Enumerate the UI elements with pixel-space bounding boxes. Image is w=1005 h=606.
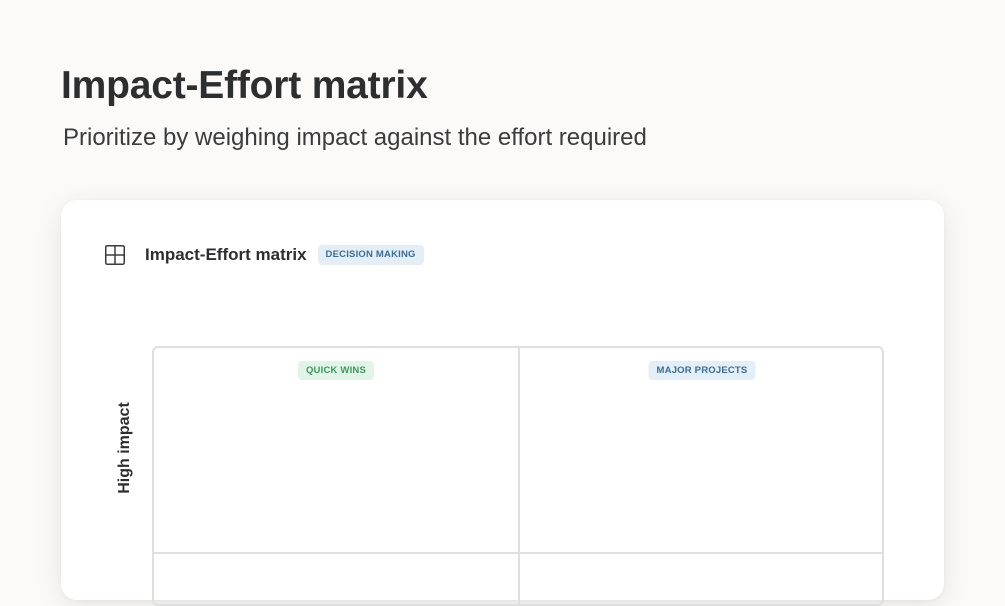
quadrant-bottom-left[interactable] <box>154 554 520 604</box>
grid-icon <box>105 245 125 265</box>
y-axis-high-impact-label: High impact <box>116 402 133 494</box>
category-badge: DECISION MAKING <box>317 245 424 265</box>
matrix-card: Impact-Effort matrix DECISION MAKING Hig… <box>61 200 944 606</box>
impact-effort-matrix: QUICK WINS MAJOR PROJECTS <box>152 346 884 606</box>
card-title: Impact-Effort matrix <box>145 245 307 264</box>
card-header: Impact-Effort matrix DECISION MAKING <box>105 245 424 265</box>
quadrant-bottom-right[interactable] <box>520 554 882 604</box>
page-subtitle: Prioritize by weighing impact against th… <box>63 124 647 151</box>
quadrant-quick-wins[interactable]: QUICK WINS <box>154 348 520 554</box>
page-title: Impact-Effort matrix <box>61 64 428 107</box>
major-projects-badge: MAJOR PROJECTS <box>648 361 756 381</box>
quick-wins-badge: QUICK WINS <box>297 361 375 381</box>
quadrant-major-projects[interactable]: MAJOR PROJECTS <box>520 348 882 554</box>
